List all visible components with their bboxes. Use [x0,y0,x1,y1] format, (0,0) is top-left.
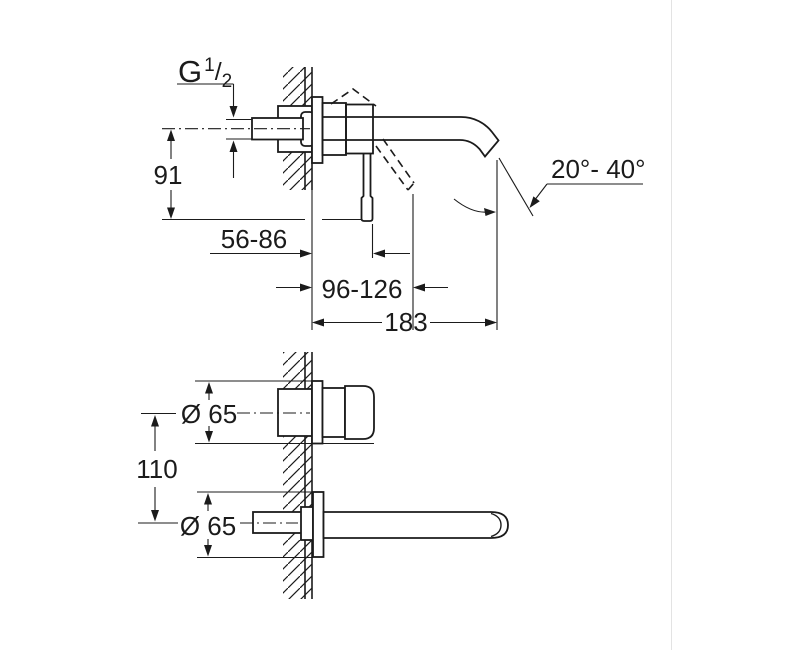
thread-arrow-down [229,106,238,118]
front-view [138,352,509,599]
side-view [162,67,643,330]
dim-spout-diameter-label: Ø 65 [180,511,236,541]
angle-arc [453,198,489,213]
lever-handle-open-dashed [375,138,415,191]
spout-wall-sleeve [300,506,314,541]
dim-handle-diameter-label: Ø 65 [181,399,237,429]
lever-raised-dashed [330,88,377,107]
dim-183-label: 183 [384,307,427,337]
lever-hub [345,103,374,155]
angle-leader [533,183,548,202]
spout-escutcheon [312,491,325,558]
dim-91 [162,129,361,221]
dim-handle-diameter [195,380,374,445]
spout-front [322,511,509,539]
dim-spout-diameter [197,491,313,559]
angle-arc-arrow [484,208,496,216]
mounting-collar [321,102,347,156]
dim-96-126-label: 96-126 [322,274,403,304]
thread-dimension [177,83,238,178]
dim-angle-label: 20°- 40° [551,154,646,184]
dim-56-86-label: 56-86 [221,224,288,254]
thread-arrow-up [229,140,238,152]
dim-96-126 [276,283,448,292]
dim-110-label: 110 [136,454,177,484]
lever-handle [360,153,374,222]
handle-escutcheon [311,380,324,445]
angle-leader-arrow [529,196,540,208]
angle-reference-line [498,157,534,217]
handle-cylinder [321,387,346,438]
dim-91-label: 91 [154,160,183,190]
dim-56-86 [210,249,410,258]
dim-110 [138,412,178,524]
angle-indication [453,157,643,217]
escutcheon-plate [311,96,324,164]
spout-outline [322,116,500,158]
spout-front-end-arc [490,512,502,538]
handle-knob [344,385,375,440]
dim-183 [312,318,497,327]
